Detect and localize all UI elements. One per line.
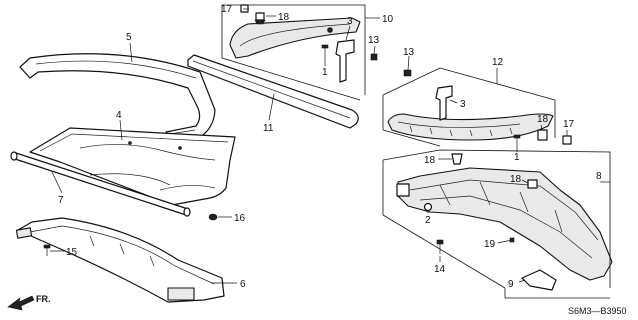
part-5-upper-trim [19, 53, 216, 141]
callout-6: 6 [240, 279, 246, 290]
part-15-screw [43, 244, 51, 256]
part-18-clip-lower-b [527, 179, 538, 189]
callout-16: 16 [234, 213, 246, 224]
callout-1-lower: 1 [514, 152, 520, 163]
part-14-screw [436, 239, 444, 254]
callout-13-mid: 13 [403, 47, 415, 58]
part-18-clip-lower-a [451, 153, 463, 165]
part-17-nut-right [562, 135, 572, 145]
part-11-strip [187, 54, 359, 129]
part-3-bracket-lower [435, 85, 453, 121]
part-7-rod [10, 151, 191, 217]
callout-18-lower-a: 18 [424, 155, 436, 166]
callout-labels: 5 4 7 6 16 15 11 17 18 3 10 13 1 13 12 3… [58, 4, 602, 290]
diagram-code: S6M3—B3950 [568, 306, 627, 316]
callout-8: 8 [596, 171, 602, 182]
callout-2: 2 [425, 215, 431, 226]
callout-18-upper: 18 [278, 12, 290, 23]
part-17-nut-upper [240, 4, 249, 13]
callout-1-upper: 1 [322, 67, 328, 78]
part-4-cover-panel [29, 127, 236, 206]
part-3-bracket-upper [335, 39, 355, 83]
part-13-clip-mid [403, 69, 412, 77]
part-8-floor-panel [396, 167, 613, 281]
callout-12: 12 [492, 57, 504, 68]
callout-19: 19 [484, 239, 496, 250]
part-6-lower-bracket [15, 217, 225, 303]
part-13-clip-upper [370, 53, 378, 61]
group-box-8 [382, 149, 611, 299]
callout-15: 15 [66, 247, 78, 258]
part-1-pin-lower [513, 134, 521, 150]
leader-lines [50, 8, 568, 284]
callout-14: 14 [434, 264, 446, 275]
front-label: FR. [36, 294, 51, 304]
callout-18-lower-b: 18 [510, 174, 522, 185]
part-19-screw [501, 237, 515, 243]
part-1-pin-upper [321, 44, 329, 60]
part-18-clip-right [537, 129, 548, 141]
group-box-10 [221, 4, 380, 101]
callout-7: 7 [58, 195, 64, 206]
callout-3-lower: 3 [460, 99, 466, 110]
part-9-small-bracket [521, 269, 557, 291]
part-18-clip-upper [254, 12, 266, 25]
callout-17-right: 17 [563, 119, 575, 130]
callout-5: 5 [126, 32, 132, 43]
callout-13-upper: 13 [368, 35, 380, 46]
callout-17-upper: 17 [221, 4, 233, 15]
callout-3-upper: 3 [347, 16, 353, 27]
callout-10: 10 [382, 14, 394, 25]
callout-9: 9 [508, 279, 514, 290]
callout-11: 11 [263, 123, 274, 134]
callout-18-right: 18 [537, 114, 549, 125]
part-12-right-trim [387, 113, 554, 141]
part-16-clip [208, 213, 218, 221]
callout-4: 4 [116, 110, 122, 121]
front-direction-arrow: FR. [7, 294, 51, 311]
part-10-side-trim [229, 17, 361, 59]
part-2-washer [423, 202, 433, 212]
group-box-12 [382, 67, 556, 147]
